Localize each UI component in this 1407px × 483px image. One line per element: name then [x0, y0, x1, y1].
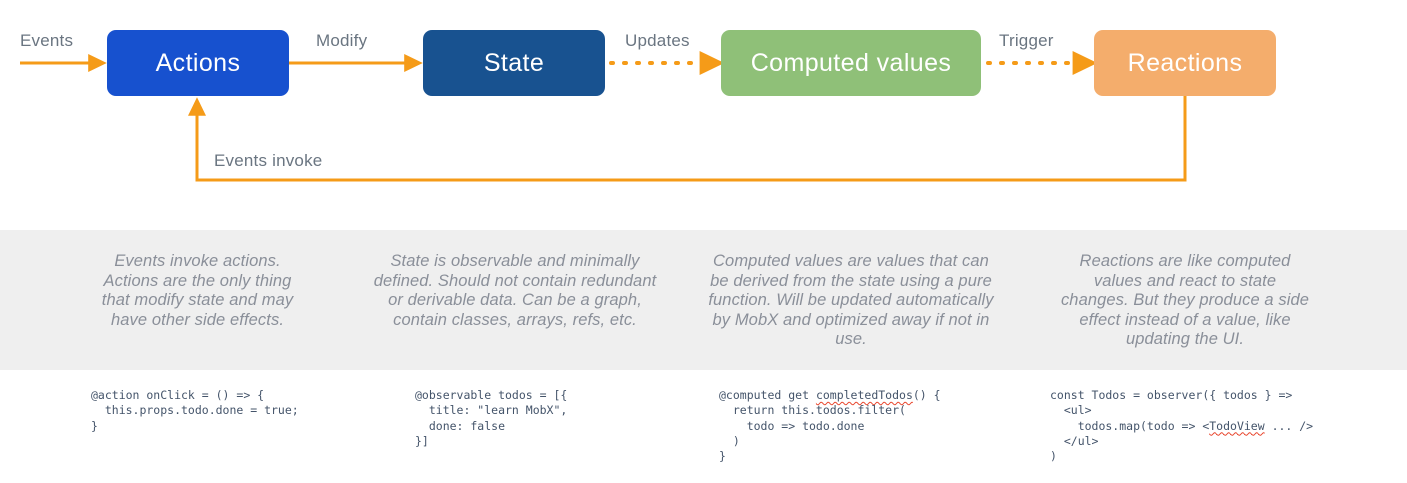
- arrow-events-invoke: [188, 96, 1187, 182]
- node-actions[interactable]: Actions: [107, 30, 289, 96]
- edge-label-trigger: Trigger: [999, 31, 1054, 50]
- node-state[interactable]: State: [423, 30, 605, 96]
- description-band: [0, 230, 1407, 370]
- code-sample-actions: @action onClick = () => { this.props.tod…: [91, 388, 299, 433]
- code-sample-computed-values: @computed get completedTodos() { return …: [719, 388, 941, 464]
- code-sample-reactions: const Todos = observer({ todos } => <ul>…: [1050, 388, 1314, 464]
- node-state-label: State: [483, 48, 545, 77]
- edge-label-modify: Modify: [316, 31, 368, 50]
- node-reactions-label: Reactions: [1127, 48, 1243, 77]
- description-reactions: Reactions are like computed values and r…: [1060, 252, 1310, 348]
- description-actions: Events invoke actions. Actions are the o…: [101, 252, 294, 329]
- description-state: State is observable and minimally define…: [373, 252, 657, 329]
- edge-label-events-invoke: Events invoke: [214, 151, 323, 170]
- node-actions-label: Actions: [155, 48, 241, 77]
- edge-label-events: Events: [20, 31, 74, 50]
- code-sample-state: @observable todos = [{ title: "learn Mob…: [415, 388, 568, 448]
- node-computed-values-label: Computed values: [750, 48, 952, 77]
- description-computed-values: Computed values are values that can be d…: [708, 252, 994, 348]
- node-computed-values[interactable]: Computed values: [721, 30, 981, 96]
- edge-label-updates: Updates: [625, 31, 690, 50]
- node-reactions[interactable]: Reactions: [1094, 30, 1276, 96]
